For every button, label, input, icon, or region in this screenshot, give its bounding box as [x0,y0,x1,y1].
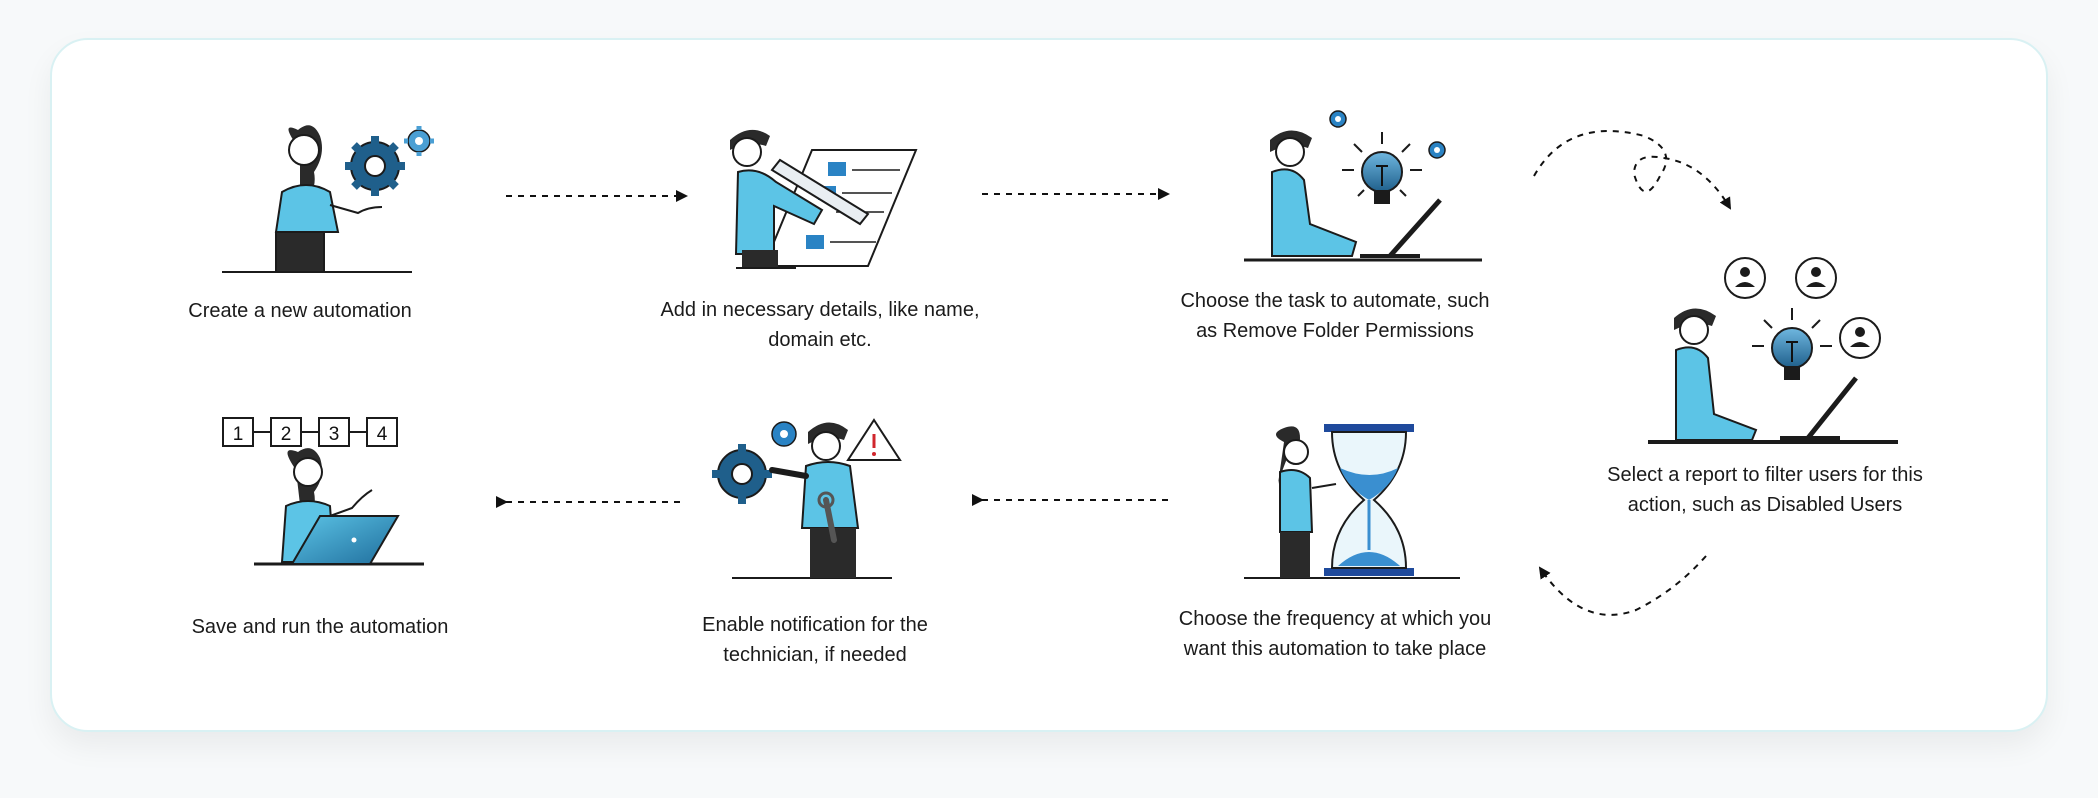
hourglass-icon [1324,424,1414,576]
sequence-number-2: 2 [281,424,292,445]
warning-icon [846,418,902,461]
gear-icon [404,126,434,156]
sequence-number-1: 1 [233,424,244,445]
illustration-select-report [1648,257,1898,444]
sequence-boxes: 1 2 3 4 [222,417,398,447]
step-label-add-details: Add in necessary details, like name, dom… [660,299,980,351]
step-label-choose-task: Choose the task to automate, such as Rem… [1180,290,1490,342]
gear-icon [771,421,797,447]
gear-icon [1329,110,1347,128]
illustration-create-automation [222,125,434,273]
illustration-choose-frequency [1244,424,1460,579]
arrow-step3-to-step4 [1533,130,1732,210]
step-label-select-report: Select a report to filter users for this… [1607,464,1923,516]
illustration-enable-notification [712,418,902,579]
step-label-save-run: Save and run the automation [191,616,449,638]
user-icon [1795,257,1837,299]
laptop-icon [290,515,400,565]
step-label-enable-notification: Enable notification for the technician, … [702,614,928,666]
lightbulb-icon [1342,132,1422,204]
sequence-number-4: 4 [377,424,388,445]
illustration-save-run: 1 2 3 4 [222,417,424,566]
lightbulb-icon [1752,308,1832,380]
illustration-choose-task [1244,110,1482,262]
step-label-create-automation: Create a new automation [188,300,412,322]
gear-icon [712,444,772,504]
flow-arrows [496,130,1732,616]
gear-icon [1428,141,1446,159]
user-icon [1839,317,1881,359]
illustration-add-details [730,129,918,269]
wrench-icon [817,491,837,543]
sequence-number-3: 3 [329,424,340,445]
user-icon [1724,257,1766,299]
arrow-step4-to-step7 [1538,555,1707,616]
gear-icon [345,136,405,196]
step-label-choose-frequency: Choose the frequency at which you want t… [1178,608,1492,660]
